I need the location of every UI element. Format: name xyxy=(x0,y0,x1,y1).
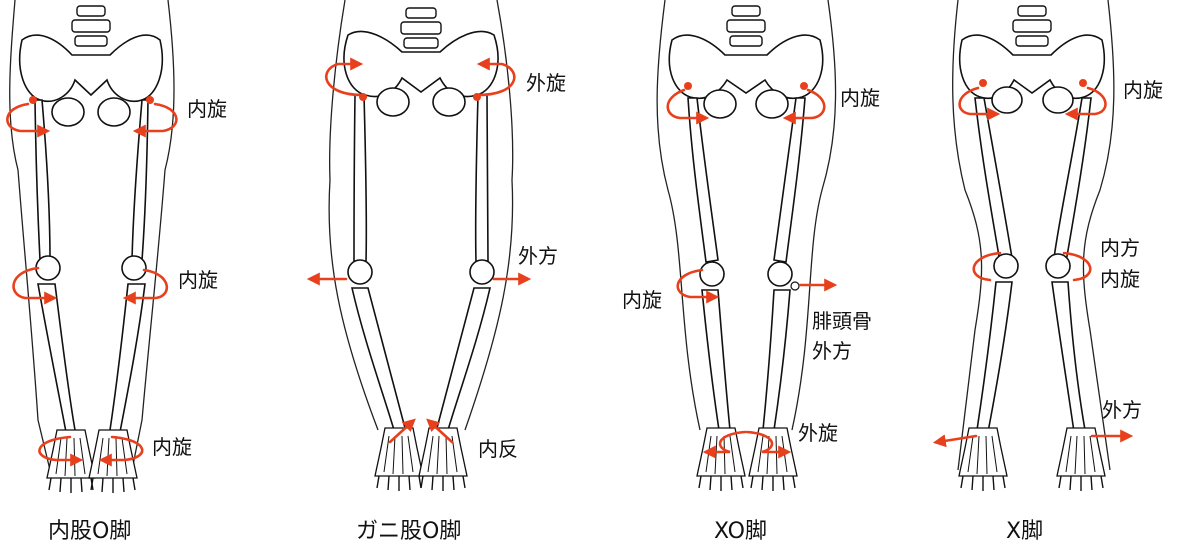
foot-label: 内旋 xyxy=(152,435,192,459)
figure-3: 内旋 内旋 腓頭骨 外方 外旋 XO脚 xyxy=(622,0,880,544)
hip-socket-left xyxy=(52,98,84,126)
tibia-left xyxy=(38,284,75,432)
knee-label: 内旋 xyxy=(622,288,662,312)
foot-right xyxy=(1057,428,1105,491)
femur-left xyxy=(975,98,1012,262)
knee-label-line2: 内旋 xyxy=(1100,267,1140,291)
figure-1: 内旋 内旋 内旋 内股O脚 xyxy=(7,0,227,544)
femur-right xyxy=(774,98,805,262)
knee-label: 内旋 xyxy=(178,268,218,292)
patella-right xyxy=(768,262,792,286)
foot-label: 外方 xyxy=(1102,398,1142,422)
spine xyxy=(1013,6,1051,46)
figure-caption: ガニ股O脚 xyxy=(356,519,461,544)
hip-marker-right xyxy=(1079,79,1087,87)
hip-marker-right xyxy=(146,96,154,104)
figure-caption: XO脚 xyxy=(714,519,767,544)
femur-left xyxy=(688,98,718,262)
hip-socket-right xyxy=(98,98,130,126)
tibia-left xyxy=(352,288,405,430)
patella-left xyxy=(36,256,60,280)
foot-right xyxy=(419,428,467,491)
figure-4: 内旋 内方 内旋 外方 X脚 xyxy=(938,0,1163,544)
patella-right xyxy=(122,256,146,280)
tibia-left xyxy=(702,290,730,430)
hip-socket-left xyxy=(992,87,1022,113)
femur-right xyxy=(476,95,488,262)
hip-socket-right xyxy=(433,88,465,116)
hip-marker-left xyxy=(979,79,987,87)
femur-left xyxy=(354,95,366,262)
fibula-label-line1: 腓頭骨 xyxy=(812,309,872,333)
foot-label: 外旋 xyxy=(798,421,838,445)
foot-left xyxy=(697,428,745,491)
hip-socket-left xyxy=(377,88,409,116)
hip-socket-left xyxy=(704,90,736,118)
patella-left xyxy=(994,254,1018,278)
patella-right xyxy=(470,260,494,284)
fibula-head-right xyxy=(791,282,799,290)
figure-2: 外旋 外方 内反 ガニ股O脚 xyxy=(312,0,566,544)
tibia-right xyxy=(110,284,145,432)
hip-label: 内旋 xyxy=(187,97,227,121)
foot-label: 内反 xyxy=(478,437,518,461)
patella-left xyxy=(348,260,372,284)
figure-caption: 内股O脚 xyxy=(48,519,131,544)
hip-label: 外旋 xyxy=(526,71,566,95)
patella-left xyxy=(700,262,724,286)
tibia-right xyxy=(1052,282,1085,432)
femur-left xyxy=(35,100,50,260)
foot-right xyxy=(749,428,797,491)
spine xyxy=(727,6,765,46)
hip-label: 内旋 xyxy=(1123,78,1163,102)
hip-marker-right xyxy=(800,82,808,90)
hip-marker-left xyxy=(684,82,692,90)
spine xyxy=(401,8,441,48)
knee-label-line1: 内方 xyxy=(1100,236,1140,260)
fibula-label-line2: 外方 xyxy=(812,339,852,363)
femur-right xyxy=(132,100,148,260)
hip-label: 内旋 xyxy=(840,86,880,110)
hip-marker-left xyxy=(29,96,37,104)
patella-right xyxy=(1046,254,1070,278)
spine xyxy=(72,6,110,46)
tibia-right xyxy=(763,290,790,430)
tibia-right xyxy=(437,288,490,430)
tibia-left xyxy=(977,282,1012,432)
hip-socket-right xyxy=(756,90,788,118)
hip-socket-right xyxy=(1043,87,1073,113)
knee-label: 外方 xyxy=(518,244,558,268)
figure-caption: X脚 xyxy=(1006,519,1043,544)
foot-left xyxy=(375,428,423,491)
